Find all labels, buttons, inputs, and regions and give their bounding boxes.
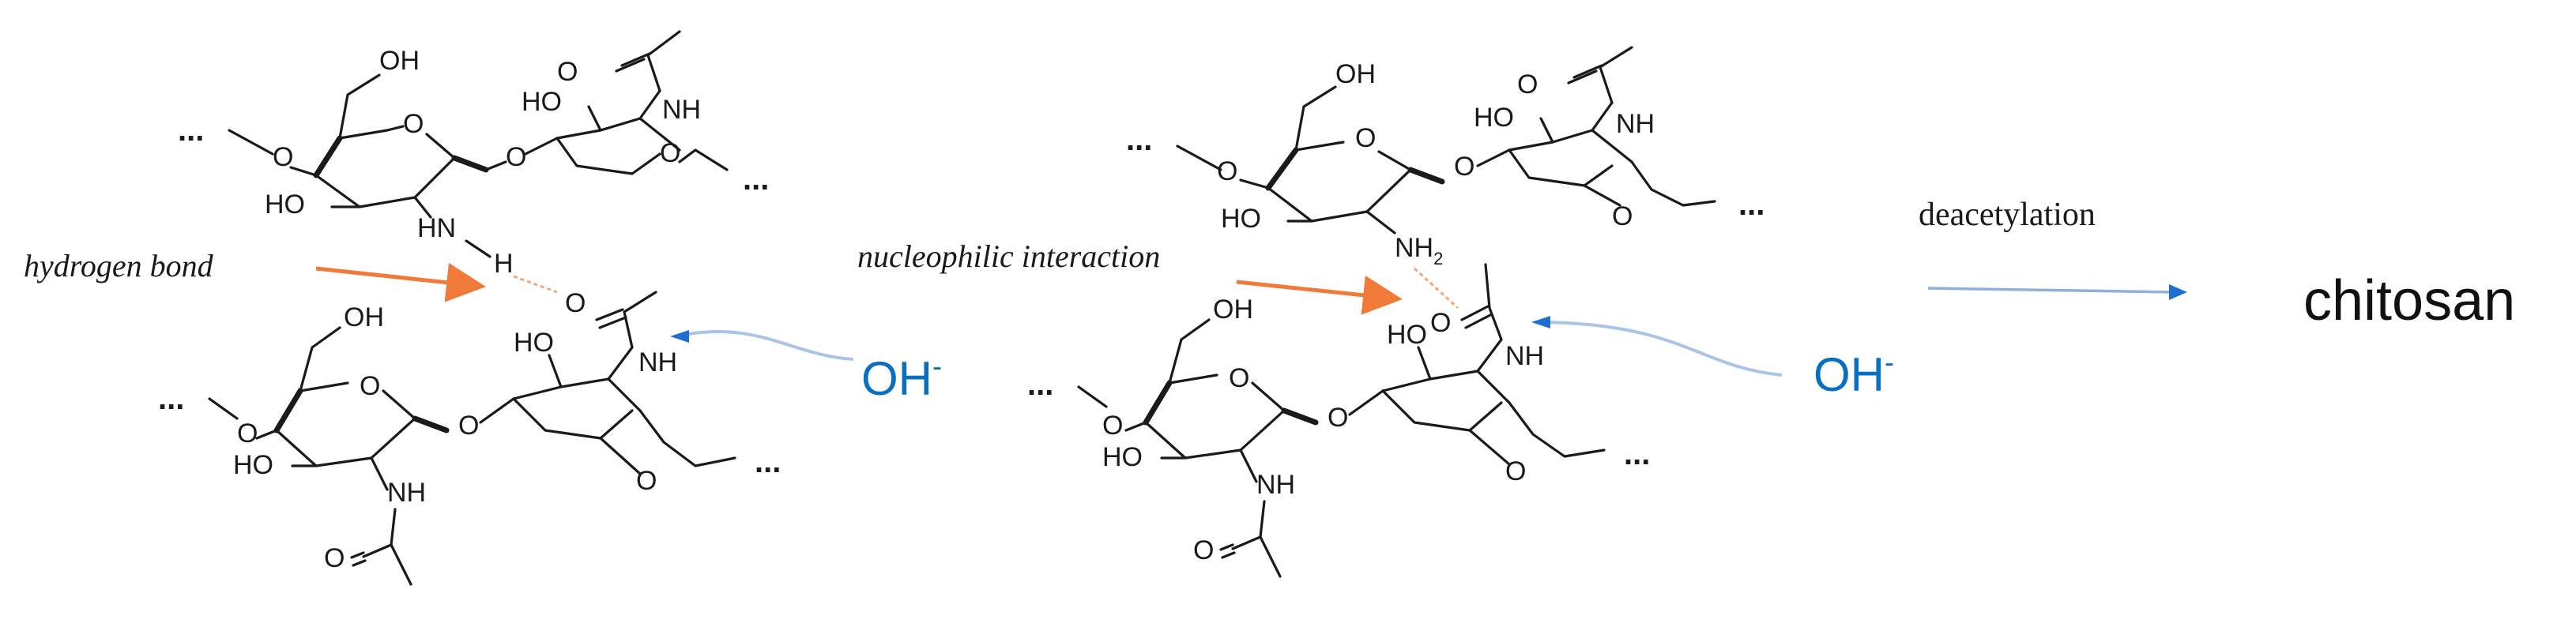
- atom-o: O: [403, 109, 424, 139]
- hydroxide-label-left: OH-: [861, 350, 942, 405]
- atom-oh: OH: [344, 302, 384, 332]
- atom-ho: HO: [233, 450, 273, 480]
- chain-dots: ...: [1624, 437, 1650, 471]
- chain-dots: ...: [178, 113, 204, 148]
- atom-nh: NH: [1616, 109, 1655, 139]
- hydroxide-label-right: OH-: [1813, 346, 1894, 401]
- atom-o: O: [1505, 456, 1526, 486]
- atom-o: O: [1102, 411, 1123, 441]
- chain-dots: ...: [158, 381, 184, 416]
- atom-o: O: [1229, 363, 1249, 393]
- deacetylation-label: deacetylation: [1919, 197, 2096, 233]
- atom-o: O: [237, 418, 258, 448]
- atom-o: O: [1355, 123, 1376, 153]
- atom-o: O: [1193, 535, 1214, 565]
- atom-ho: HO: [1387, 320, 1427, 350]
- atom-ho: HO: [514, 328, 554, 358]
- chain-dots: ...: [1738, 187, 1764, 222]
- hydroxide-arrow-right: [1540, 321, 1783, 377]
- atom-oh: OH: [1335, 59, 1376, 89]
- deacetylation-arrowhead: [2169, 284, 2187, 300]
- atom-ho: HO: [1474, 103, 1514, 133]
- atom-o: O: [557, 57, 578, 87]
- atom-nh: NH: [662, 95, 701, 125]
- atom-o: O: [565, 288, 586, 318]
- atom-o: O: [1430, 308, 1451, 338]
- chain-dots: ...: [743, 162, 769, 197]
- nucleophilic-arrow: [1236, 275, 1403, 315]
- atom-h: H: [494, 249, 514, 279]
- atom-nh: NH: [1505, 341, 1544, 371]
- chain-dots: ...: [755, 445, 781, 479]
- atom-o: O: [458, 411, 479, 441]
- atom-nh2: NH2: [1395, 233, 1443, 268]
- atom-o: O: [1328, 403, 1348, 433]
- atom-ho: HO: [1102, 442, 1143, 472]
- chain-dots: ...: [1027, 367, 1053, 402]
- atom-o: O: [360, 371, 380, 401]
- hydroxide-arrowhead-right: [1531, 316, 1550, 328]
- left-pair-structure: ... O HO O OH HN H O O ... HO NH: [158, 30, 781, 586]
- atom-o: O: [636, 466, 657, 496]
- atom-oh: OH: [1213, 295, 1253, 325]
- product-label: chitosan: [2303, 269, 2515, 332]
- chain-dots: ...: [1126, 122, 1152, 157]
- atom-o: O: [324, 543, 345, 573]
- atom-o: O: [1217, 156, 1237, 186]
- atom-ho: HO: [1221, 204, 1261, 234]
- nucleophilic-label: nucleophilic interaction: [857, 238, 1160, 274]
- atom-nh: NH: [638, 347, 677, 377]
- atom-o: O: [1612, 201, 1633, 231]
- hydroxide-arrow-left: [679, 329, 854, 361]
- middle-pair-structure: ... O HO O OH NH2 O O ... HO NH O: [1027, 46, 1764, 578]
- deacetylation-arrow: [1927, 287, 2174, 294]
- atom-o: O: [506, 142, 526, 172]
- atom-oh: OH: [379, 46, 420, 76]
- atom-o: O: [1454, 152, 1474, 182]
- atom-hn: HN: [417, 213, 456, 243]
- atom-ho: HO: [522, 87, 562, 117]
- hydroxide-arrowhead-left: [670, 330, 689, 343]
- atom-o: O: [660, 138, 680, 168]
- atom-nh: NH: [1256, 470, 1295, 500]
- hydrogen-bond-label: hydrogen bond: [24, 248, 214, 283]
- atom-nh: NH: [387, 478, 426, 508]
- hydrogen-bond-arrow: [315, 262, 486, 302]
- atom-ho: HO: [265, 190, 305, 220]
- atom-o: O: [1517, 69, 1538, 99]
